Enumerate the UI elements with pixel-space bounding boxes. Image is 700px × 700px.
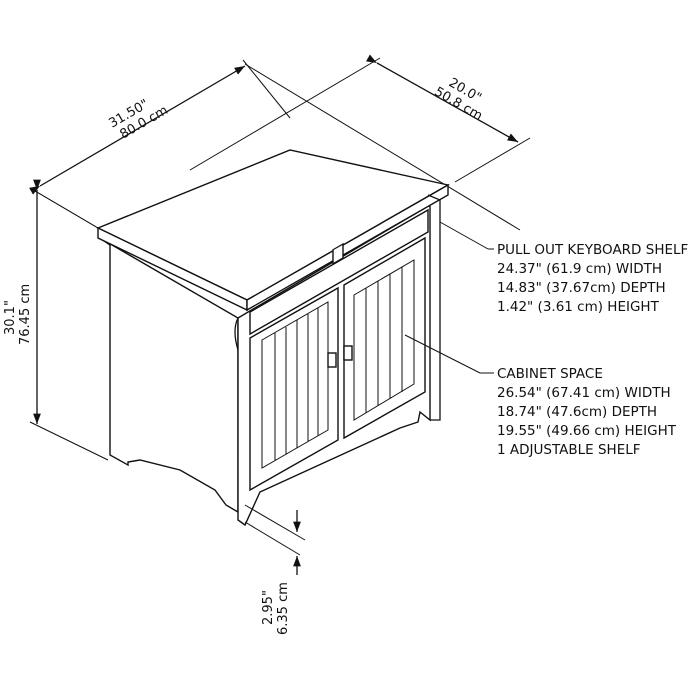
keyboard-shelf-title: PULL OUT KEYBOARD SHELF	[497, 242, 688, 258]
height-cm: 76.45 cm	[18, 284, 33, 345]
clearance-inches: 2.95"	[261, 590, 276, 625]
cabinet-space-callout: CABINET SPACE 26.54" (67.41 cm) WIDTH 18…	[404, 334, 677, 458]
clearance-dimension: 2.95" 6.35 cm	[244, 504, 306, 635]
height-inches: 30.1"	[3, 300, 18, 335]
keyboard-shelf-depth: 14.83" (37.67cm) DEPTH	[497, 280, 666, 296]
keyboard-shelf-width: 24.37" (61.9 cm) WIDTH	[497, 261, 662, 277]
cabinet-space-width: 26.54" (67.41 cm) WIDTH	[497, 385, 671, 401]
height-dimension: 30.1" 76.45 cm	[3, 179, 109, 461]
cabinet-space-shelf: 1 ADJUSTABLE SHELF	[497, 442, 641, 458]
cabinet-space-title: CABINET SPACE	[497, 366, 603, 382]
cabinet-drawing	[96, 149, 450, 527]
keyboard-shelf-height: 1.42" (3.61 cm) HEIGHT	[497, 299, 660, 315]
cabinet-space-height: 19.55" (49.66 cm) HEIGHT	[497, 423, 677, 439]
cabinet-space-depth: 18.74" (47.6cm) DEPTH	[497, 404, 657, 420]
depth-dimension: 20.0" 50.8 cm	[189, 54, 531, 183]
keyboard-handle-icon	[332, 242, 344, 265]
door-handle-left-icon	[327, 352, 337, 368]
clearance-cm: 6.35 cm	[276, 582, 291, 635]
keyboard-shelf-callout: PULL OUT KEYBOARD SHELF 24.37" (61.9 cm)…	[439, 221, 688, 315]
door-handle-right-icon	[343, 345, 353, 361]
